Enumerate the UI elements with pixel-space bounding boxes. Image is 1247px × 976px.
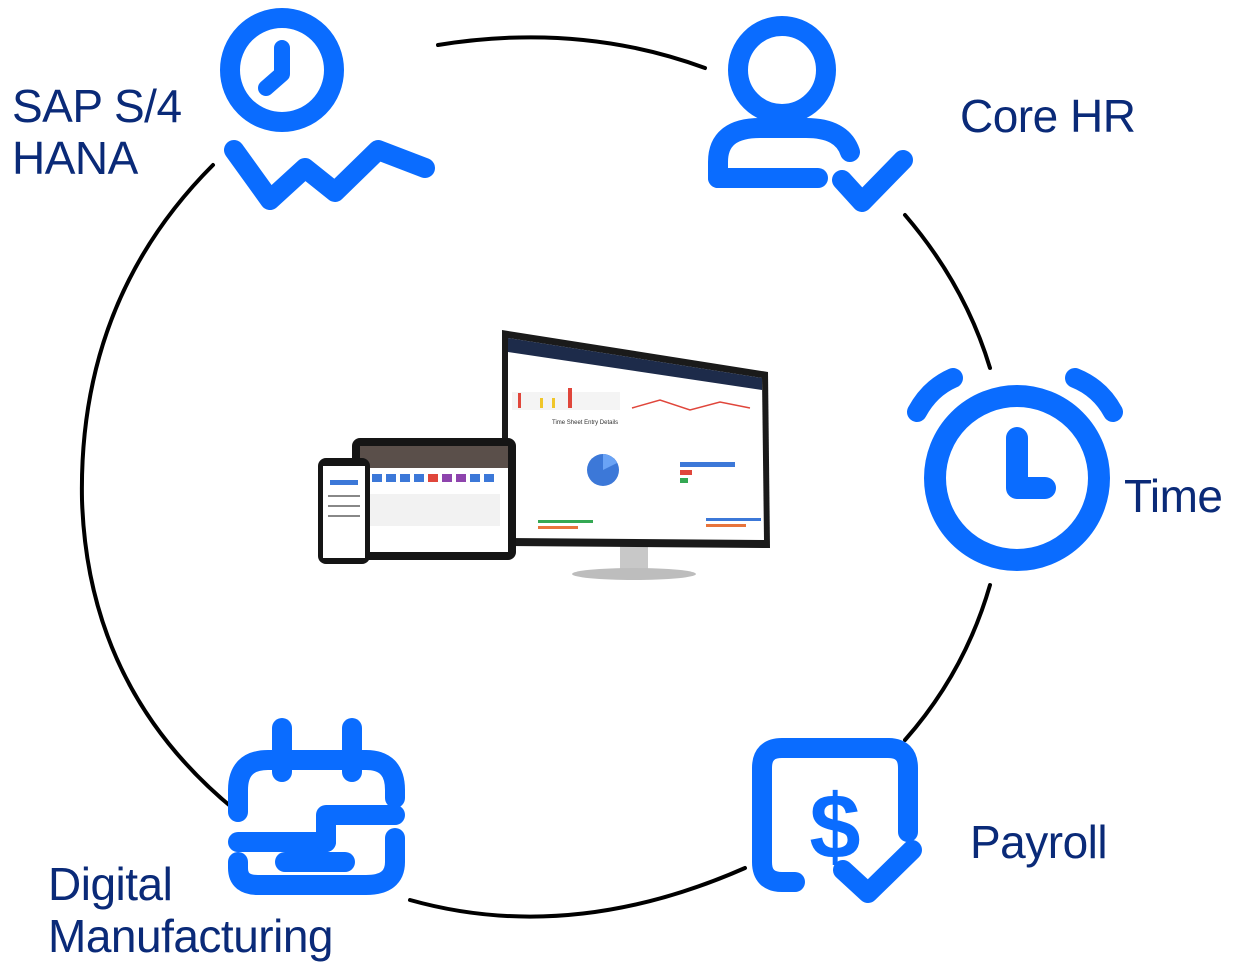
ring-arc-right-upper [903, 213, 992, 370]
digital-manufacturing-label-line2: Manufacturing [48, 910, 334, 962]
s4hana-label-line1: SAP S/4 [12, 80, 182, 132]
time-label: Time [1124, 470, 1223, 522]
devices-dashboard-icon: Time Sheet Entry Details [318, 330, 770, 580]
core-hr-label: Core HR [960, 90, 1136, 142]
clock-trend-icon [220, 8, 435, 210]
dollar-check-icon: $ [752, 738, 922, 903]
screen-title: Time Sheet Entry Details [552, 420, 618, 426]
person-check-icon [708, 16, 913, 212]
svg-text:$: $ [809, 776, 860, 878]
digital-manufacturing-label-line1: Digital [48, 858, 173, 910]
alarm-clock-icon [907, 368, 1123, 571]
ring-arc-right-lower [903, 583, 992, 742]
ring-arc-left [79, 163, 237, 812]
s4hana-label-line2: HANA [12, 132, 138, 184]
s4hana-label: SAP S/4 HANA [12, 80, 182, 184]
payroll-label: Payroll [970, 816, 1108, 868]
ring-arc-top [436, 35, 707, 70]
ring-arc-bottom [408, 866, 747, 919]
connection-ring [79, 35, 992, 919]
digital-manufacturing-label: Digital Manufacturing [48, 858, 334, 962]
calendar-puzzle-icon [228, 718, 405, 895]
